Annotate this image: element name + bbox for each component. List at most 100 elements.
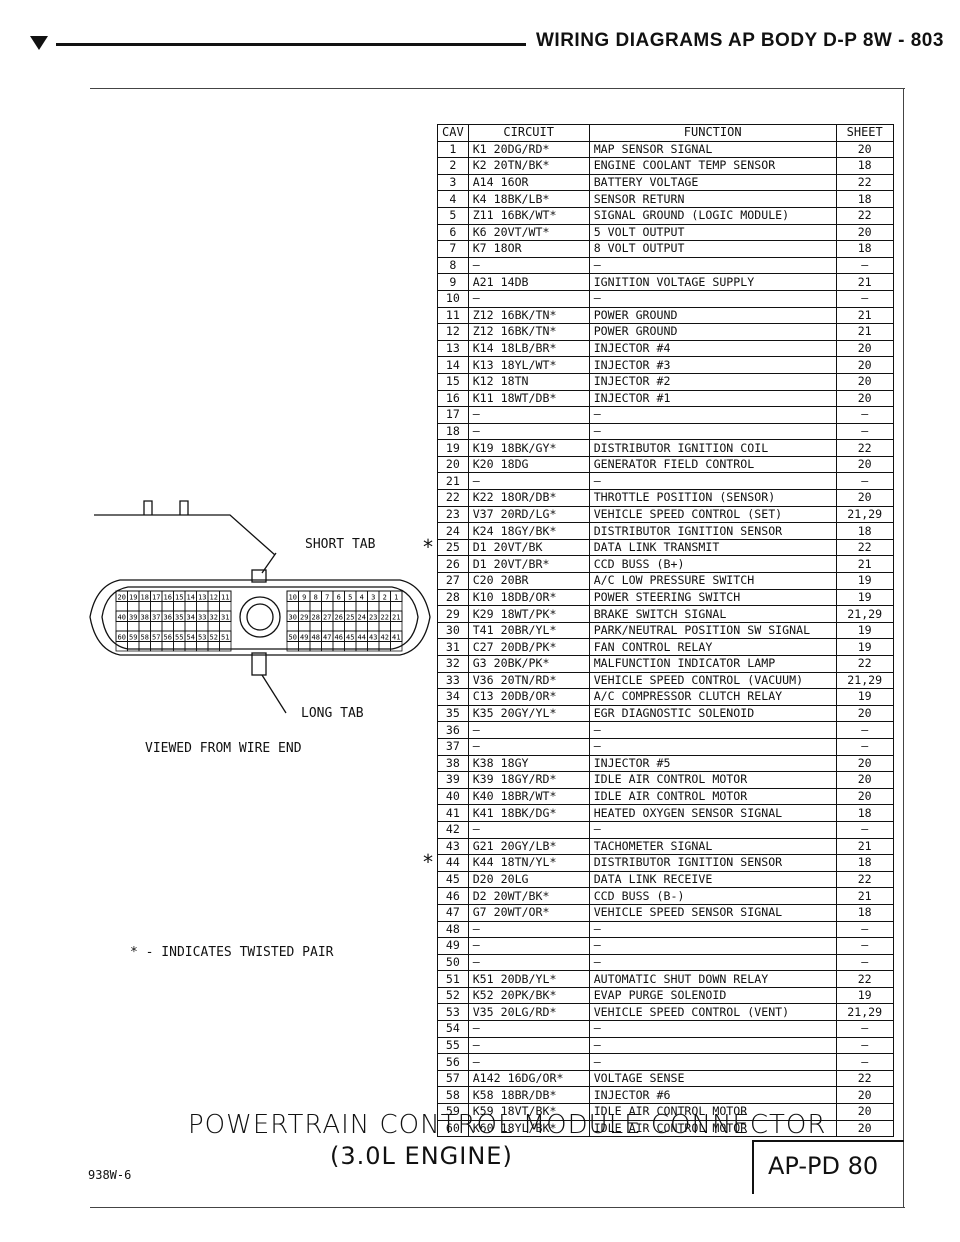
cav-cell: 18 xyxy=(437,422,469,441)
pin-number: 19 xyxy=(129,594,137,602)
col-function: FUNCTION xyxy=(588,124,837,142)
circuit-cell: A142 16DG/OR* xyxy=(467,1069,590,1088)
sheet-cell: 20 xyxy=(835,787,894,806)
pin-number: 52 xyxy=(210,634,218,642)
function-cell: DATA LINK RECEIVE xyxy=(588,870,837,889)
function-cell: DISTRIBUTOR IGNITION COIL xyxy=(588,439,837,457)
table-row: 49——— xyxy=(437,937,894,955)
sheet-cell: — xyxy=(835,920,894,939)
sheet-cell: 22 xyxy=(835,655,894,673)
pin-number: 17 xyxy=(152,594,160,602)
circuit-cell: T41 20BR/YL* xyxy=(467,621,590,640)
circuit-cell: G3 20BK/PK* xyxy=(467,655,590,673)
pin-number: 45 xyxy=(346,634,354,642)
circuit-cell: K22 18OR/DB* xyxy=(467,489,590,507)
cav-cell: 49 xyxy=(437,937,469,955)
pin-cavity xyxy=(138,601,151,612)
function-cell: — xyxy=(588,1036,837,1055)
table-row: 42——— xyxy=(437,820,894,839)
sheet-cell: 19 xyxy=(835,986,894,1005)
pin-cavity xyxy=(298,601,311,612)
function-cell: IGNITION VOLTAGE SUPPLY xyxy=(588,273,837,291)
pin-number: 43 xyxy=(369,634,377,642)
sheet-cell: — xyxy=(835,472,894,491)
pin-number: 6 xyxy=(337,594,341,602)
pin-number: 23 xyxy=(369,614,377,622)
function-cell: INJECTOR #5 xyxy=(588,754,837,773)
function-cell: INJECTOR #1 xyxy=(588,389,837,408)
sheet-cell: — xyxy=(835,820,894,839)
cav-cell: 33 xyxy=(437,671,469,690)
pin-number: 5 xyxy=(348,594,352,602)
sheet-cell: 22 xyxy=(835,439,894,457)
sheet-cell: — xyxy=(835,256,894,275)
pin-number: 34 xyxy=(187,614,195,622)
pin-cavity xyxy=(286,601,299,612)
pin-number: 50 xyxy=(289,634,297,642)
function-cell: GENERATOR FIELD CONTROL xyxy=(588,455,837,474)
function-cell: A/C LOW PRESSURE SWITCH xyxy=(588,572,837,590)
function-cell: — xyxy=(588,920,837,939)
sheet-cell: — xyxy=(835,937,894,955)
pin-cavity xyxy=(355,621,368,632)
function-cell: CCD BUSS (B-) xyxy=(588,887,837,905)
function-cell: IDLE AIR CONTROL MOTOR xyxy=(588,771,837,789)
function-cell: — xyxy=(588,256,837,275)
pin-cavity xyxy=(184,621,197,632)
circuit-cell: K6 20VT/WT* xyxy=(467,223,590,242)
sheet-cell: 20 xyxy=(835,1103,894,1121)
pin-cavity xyxy=(309,621,322,632)
pin-number: 27 xyxy=(323,614,331,622)
circuit-cell: — xyxy=(467,406,590,424)
function-cell: — xyxy=(588,721,837,739)
cav-cell: 28 xyxy=(437,588,469,607)
circuit-cell: — xyxy=(467,1036,590,1055)
short-tab xyxy=(251,569,267,583)
pin-number: 22 xyxy=(381,614,389,622)
cav-cell: 21 xyxy=(437,472,469,491)
pin-cavity xyxy=(286,621,299,632)
cav-cell: 1 xyxy=(437,140,469,159)
sheet-cell: 20 xyxy=(835,771,894,789)
cav-cell: 44 xyxy=(437,854,469,872)
sheet-cell: 21 xyxy=(835,887,894,905)
function-cell: VEHICLE SPEED CONTROL (SET) xyxy=(588,505,837,524)
table-row: 54——— xyxy=(437,1020,894,1038)
function-cell: POWER GROUND xyxy=(588,306,837,325)
function-cell: FAN CONTROL RELAY xyxy=(588,638,837,656)
sheet-cell: 20 xyxy=(835,704,894,723)
table-row: 21——— xyxy=(437,472,894,491)
cav-cell: 32 xyxy=(437,655,469,673)
cav-cell: 5 xyxy=(437,206,469,225)
circuit-cell: — xyxy=(467,1053,590,1071)
diagram-subtitle: (3.0L ENGINE) xyxy=(330,1142,513,1170)
circuit-cell: C27 20DB/PK* xyxy=(467,638,590,656)
connector-body-inner xyxy=(101,586,419,650)
circuit-cell: K2 20TN/BK* xyxy=(467,157,590,175)
pin-cavity xyxy=(127,601,140,612)
short-tab-right-hook xyxy=(179,500,189,515)
sheet-cell: 20 xyxy=(835,389,894,408)
function-cell: — xyxy=(588,472,837,491)
pin-cavity xyxy=(207,601,220,612)
sheet-cell: 20 xyxy=(835,489,894,507)
table-row: 55——— xyxy=(437,1036,894,1055)
cav-cell: 11 xyxy=(437,306,469,325)
circuit-cell: V35 20LG/RD* xyxy=(467,1003,590,1022)
pin-number: 49 xyxy=(300,634,308,642)
function-cell: CCD BUSS (B+) xyxy=(588,555,837,574)
pin-cavity xyxy=(355,601,368,612)
col-sheet: SHEET xyxy=(835,124,894,142)
pin-number: 53 xyxy=(198,634,206,642)
pin-number: 8 xyxy=(314,594,318,602)
